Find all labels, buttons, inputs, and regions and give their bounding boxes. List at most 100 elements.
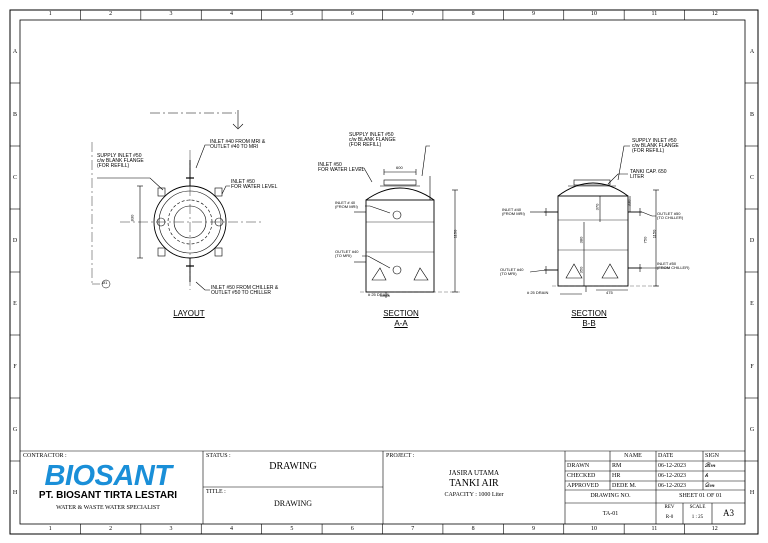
- callout-line: INLET #50: [231, 179, 255, 185]
- title-block-lines: [20, 450, 745, 524]
- callout-sb-inlet40: INLET #40 (FROM MRI): [502, 208, 525, 216]
- row-role: APPROVED: [567, 483, 599, 489]
- grid-col-label: 9: [532, 526, 536, 532]
- callout-line: c/w BLANK FLANGE: [349, 137, 396, 143]
- sb-dim: 475: [606, 290, 613, 295]
- callout-line: TANKI CAP. 650: [630, 169, 667, 175]
- grid-col-label: 6: [350, 11, 354, 17]
- grid-row-label: D: [749, 237, 755, 244]
- drawing-no-label: DRAWING NO.: [590, 493, 631, 499]
- header-sign: SIGN: [705, 453, 720, 459]
- callout-line: OUTLET #40 TO MRI: [210, 144, 259, 150]
- section-a-view: [354, 145, 460, 298]
- sa-dim-top: 600: [396, 165, 403, 170]
- callout-line: (FROM MRI): [335, 204, 358, 209]
- grid-col-label: 3: [169, 526, 173, 532]
- layout-dim-label: Ø1: [102, 280, 108, 285]
- sb-dim: 750: [642, 236, 648, 244]
- layout-title: LAYOUT: [173, 309, 205, 318]
- rev-value: R-0: [665, 515, 674, 520]
- sb-dim: 380: [578, 236, 584, 244]
- project-name: JASIRA UTAMA: [448, 469, 500, 477]
- callout-sa-drain: # 25 DRAIN: [368, 292, 390, 297]
- callout-sb-cap: TANKI CAP. 650 LITER: [630, 170, 667, 180]
- callout-line: INLET #50: [318, 162, 342, 168]
- callout-line: INLET #40 FROM MRI &: [210, 139, 266, 145]
- grid-col-label: 3: [169, 11, 173, 17]
- callout-line: (TO CHILLER): [657, 215, 684, 220]
- grid-col-label: 12: [711, 526, 718, 532]
- grid-row-label: H: [12, 489, 18, 496]
- callout-line: OUTLET #40: [335, 249, 359, 254]
- header-name: NAME: [624, 453, 642, 459]
- row-date: 06-12-2023: [658, 463, 686, 469]
- callout-line: OUTLET #50 TO CHILLER: [211, 290, 272, 296]
- callout-line: INLET #50 FROM CHILLER &: [211, 285, 279, 291]
- row-role: CHECKED: [567, 473, 596, 479]
- grid-row-label: C: [12, 174, 17, 181]
- row-name: RM: [612, 463, 622, 469]
- callout-layout-supply: SUPPLY INLET #50 c/w BLANK FLANGE (FOR R…: [97, 154, 144, 169]
- grid-row-label: H: [749, 489, 755, 496]
- grid-col-label: 5: [290, 11, 294, 17]
- callout-line: (TO MRI): [335, 253, 352, 258]
- callout-line: OUTLET #50: [657, 211, 681, 216]
- section-a-subtitle: A-A: [394, 319, 408, 328]
- row-name: HR: [612, 473, 621, 479]
- grid-col-label: 4: [229, 11, 233, 17]
- sb-dim: 370: [594, 203, 600, 211]
- company-tagline: WATER & WASTE WATER SPECIALIST: [56, 505, 160, 511]
- sa-dim-height: 1150: [452, 229, 458, 239]
- sheet-label: SHEET 01 OF 01: [679, 493, 722, 499]
- layout-view: [91, 110, 262, 291]
- row-sign: 𝒽: [705, 473, 709, 479]
- project-title: TANKI AIR: [449, 478, 499, 489]
- callout-line: (FROM MRI): [502, 211, 525, 216]
- callout-line: INLET #40: [502, 207, 522, 212]
- paper-size: A3: [723, 508, 734, 518]
- row-sign: 𝓡𝓂: [705, 463, 716, 469]
- callout-sa-outlet40: OUTLET #40 (TO MRI): [335, 250, 359, 258]
- title-label: TITLE :: [206, 489, 226, 495]
- callout-sb-outlet40: OUTLET #40 (TO MRI): [500, 268, 524, 276]
- section-b-view: [529, 145, 670, 295]
- callout-line: FOR WATER LEVEL: [231, 184, 278, 190]
- drawing-no: TA-01: [602, 511, 619, 517]
- grid-col-label: 6: [350, 526, 354, 532]
- scale-label: SCALE: [689, 505, 706, 510]
- row-sign: 𝒟𝓂: [705, 483, 715, 489]
- grid-col-label: 7: [411, 526, 415, 532]
- grid-row-label: E: [750, 300, 754, 307]
- grid-row-label: E: [13, 300, 17, 307]
- sb-dim: 350: [578, 266, 584, 274]
- grid-row-label: F: [750, 363, 754, 370]
- row-date: 06-12-2023: [658, 473, 686, 479]
- inner-frame: [19, 19, 746, 525]
- grid-col-label: 8: [471, 11, 475, 17]
- grid-row-label: D: [12, 237, 18, 244]
- title-value: DRAWING: [273, 499, 313, 508]
- grid-col-label: 11: [651, 11, 658, 17]
- grid-row-label: F: [13, 363, 17, 370]
- scale-value: 1 : 25: [691, 515, 704, 520]
- callout-layout-inlet-chiller: INLET #50 FROM CHILLER & OUTLET #50 TO C…: [211, 286, 278, 296]
- project-label: PROJECT :: [386, 453, 415, 459]
- callout-line: FOR WATER LEVEL: [318, 167, 365, 173]
- callout-line: SUPPLY INLET #50: [349, 132, 394, 138]
- callout-sa-inlet40: INLET # 40 (FROM MRI): [335, 201, 358, 209]
- callout-line: (FOR REFILL): [349, 142, 382, 148]
- section-b-subtitle: B-B: [582, 319, 596, 328]
- grid-col-label: 9: [532, 11, 536, 17]
- grid-col-label: 10: [590, 11, 597, 17]
- grid-col-label: 1: [48, 526, 52, 532]
- layout-dim-vertical: 830: [129, 214, 135, 222]
- grid-col-label: 12: [711, 11, 718, 17]
- rev-label: REV: [664, 505, 675, 510]
- section-b-title: SECTION: [571, 309, 607, 318]
- callout-line: SUPPLY INLET #50: [632, 138, 677, 144]
- grid-col-label: 2: [109, 526, 113, 532]
- sb-dim: 1150: [651, 229, 657, 239]
- grid-col-label: 5: [290, 526, 294, 532]
- header-date: DATE: [658, 453, 674, 459]
